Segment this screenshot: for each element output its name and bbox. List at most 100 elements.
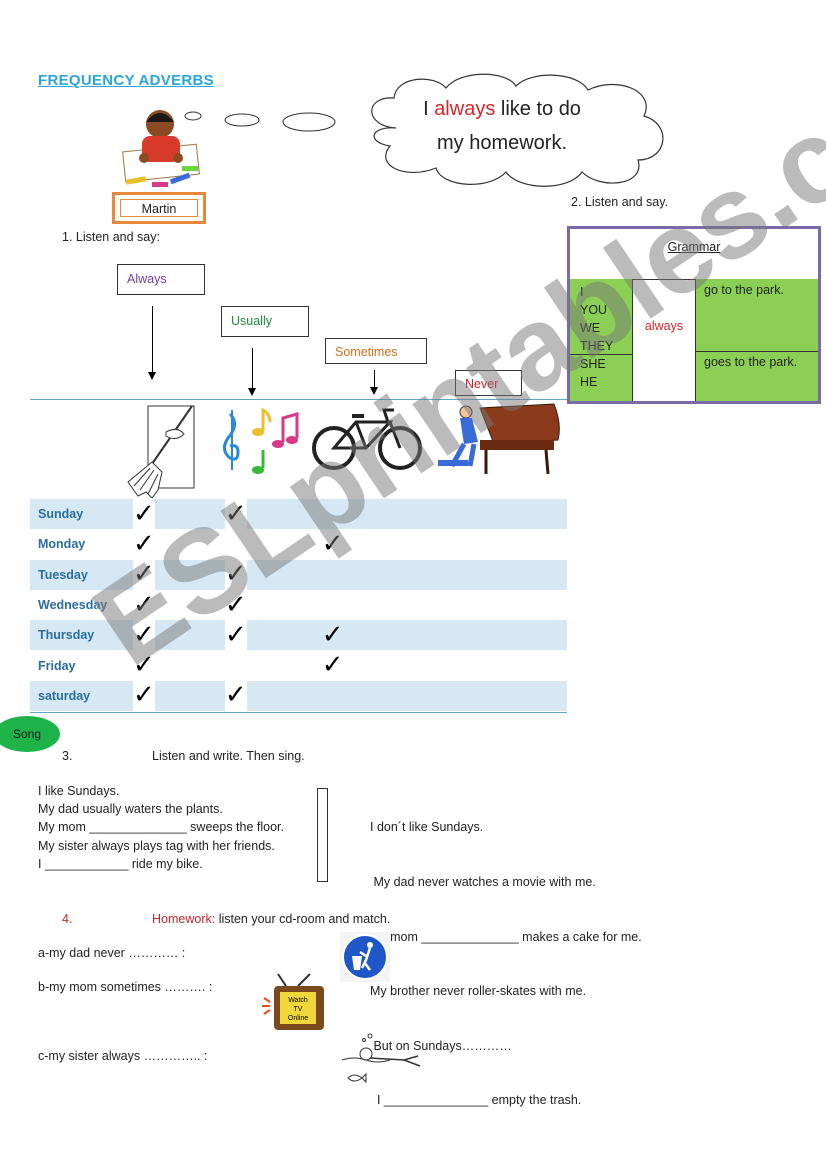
label-sometimes: Sometimes (325, 338, 427, 364)
table-row: saturday ✓ ✓ (30, 680, 567, 712)
song-line: My mom ______________ makes a cake for m… (370, 929, 642, 944)
grammar-phrase-plural: go to the park. (704, 283, 784, 297)
song-line: I _______________ empty the trash. (370, 1093, 582, 1108)
arrow-sometimes (374, 370, 375, 388)
song-line: I like Sundays. (38, 784, 120, 798)
name-label: Martin (120, 199, 198, 217)
piano-player-icon (438, 403, 560, 475)
music-notes-icon (223, 407, 299, 474)
grammar-pronouns-cell: I YOU WE THEY SHE HE (570, 279, 633, 401)
check-mark: ✓ (224, 619, 247, 650)
table-row: Thursday ✓ ✓ ✓ (30, 619, 567, 651)
song-line: I ____________ ride my bike. (38, 856, 203, 871)
grammar-adverb: always (644, 319, 684, 333)
day-label: Wednesday (38, 598, 108, 613)
check-mark: ✓ (133, 589, 155, 620)
match-item: c-my sister always ………….. : (38, 1049, 208, 1063)
speech-pre: I (423, 98, 435, 120)
tv-text-tv: TV (294, 1006, 303, 1013)
pronoun: SHE (580, 357, 606, 371)
check-mark: ✓ (224, 498, 247, 529)
song-line: But on Sundays………… (370, 1038, 512, 1053)
check-mark: ✓ (133, 559, 155, 590)
divider-bottom (30, 712, 567, 713)
check-mark: ✓ (321, 619, 344, 650)
day-label: Thursday (30, 620, 133, 651)
label-always: Always (117, 264, 205, 295)
song-line: My dad usually waters the plants. (38, 802, 223, 817)
arrow-head-sometimes (370, 387, 378, 395)
check-mark: ✓ (133, 619, 155, 650)
pronoun: I (580, 285, 584, 299)
arrow-head-usually (248, 388, 256, 396)
song-line: My mom ______________ sweeps the floor. (38, 820, 284, 835)
match-item: a-my dad never ………… : (38, 946, 186, 960)
exercise-3-number: 3. (62, 749, 73, 763)
swimmer-icon (341, 1033, 421, 1084)
arrow-usually (252, 348, 253, 388)
grammar-divider (570, 354, 632, 355)
grammar-phrase-singular: goes to the park. (704, 355, 798, 369)
speech-post: like to do (495, 98, 581, 120)
exercise-4-instruction-line: Homework: listen your cd-room and match. (152, 912, 390, 926)
label-usually: Usually (221, 306, 309, 337)
check-mark: ✓ (133, 650, 155, 681)
exercise-3-instruction: Listen and write. Then sing. (152, 749, 305, 763)
bicycle-icon (312, 408, 422, 470)
song-right-column: I don´t like Sundays. My dad never watch… (370, 782, 642, 1128)
grammar-phrase-plural-cell: go to the park. (696, 279, 818, 352)
label-never: Never (455, 370, 522, 396)
day-label: Tuesday (30, 559, 133, 590)
arrow-head-always (148, 372, 156, 380)
pronoun: HE (580, 375, 598, 389)
day-label: Monday (38, 537, 86, 552)
song-divider-bar (317, 788, 328, 882)
pronoun: WE (580, 321, 601, 335)
exercise-4-number: 4. (62, 912, 73, 926)
check-mark: ✓ (224, 589, 247, 620)
check-mark: ✓ (133, 680, 155, 711)
grammar-adverb-cell: always (633, 279, 696, 401)
tv-icon: Watch TV Online (262, 973, 324, 1030)
day-label: Friday (38, 658, 76, 673)
check-mark: ✓ (321, 650, 344, 681)
song-left-column: I like Sundays. My dad usually waters th… (38, 782, 284, 873)
boy-drawing-icon (122, 110, 200, 187)
divider-top (30, 399, 567, 400)
speech-highlight: always (434, 98, 496, 120)
check-mark: ✓ (224, 559, 247, 590)
tv-text-online: Online (288, 1015, 308, 1022)
homework-label: Homework: (152, 912, 216, 926)
name-box: Martin (112, 192, 206, 224)
frequency-table: Sunday ✓ ✓ Monday ✓ ✓ Tuesday ✓ ✓ Wednes… (30, 498, 567, 712)
match-item: b-my mom sometimes ………. : (38, 980, 213, 994)
tv-text-watch: Watch (288, 997, 308, 1004)
exercise-1-label: 1. Listen and say: (62, 230, 160, 244)
table-row: Wednesday ✓ ✓ (30, 589, 567, 621)
grammar-header-cell: Grammar (570, 229, 818, 280)
song-line: My brother never roller-skates with me. (370, 984, 587, 999)
table-row: Tuesday ✓ ✓ (30, 559, 567, 590)
check-mark: ✓ (321, 528, 344, 559)
table-row: Monday ✓ ✓ (30, 528, 567, 560)
song-line: My sister always plays tag with her frie… (38, 838, 275, 853)
table-row: Friday ✓ ✓ (30, 650, 567, 681)
homework-instruction: listen your cd-room and match. (215, 912, 391, 926)
pronoun: YOU (580, 303, 608, 317)
check-mark: ✓ (224, 680, 247, 711)
speech-line2: my homework. (436, 132, 568, 154)
song-line: I don´t like Sundays. (370, 820, 484, 835)
check-mark: ✓ (133, 498, 155, 529)
exercise-2-label: 2. Listen and say. (571, 195, 669, 209)
speech-text: I always like to do my homework. (392, 92, 612, 160)
grammar-phrase-singular-cell: goes to the park. (696, 352, 818, 401)
trash-bin-sign-icon (340, 932, 390, 982)
grammar-box: Grammar I YOU WE THEY SHE HE always go t… (567, 226, 821, 404)
song-badge: Song (0, 716, 60, 752)
arrow-always (152, 306, 153, 372)
check-mark: ✓ (133, 528, 155, 559)
page-title: FREQUENCY ADVERBS (38, 72, 214, 89)
broom-icon (127, 405, 195, 498)
day-label: saturday (30, 680, 133, 712)
grammar-header: Grammar (667, 240, 721, 254)
